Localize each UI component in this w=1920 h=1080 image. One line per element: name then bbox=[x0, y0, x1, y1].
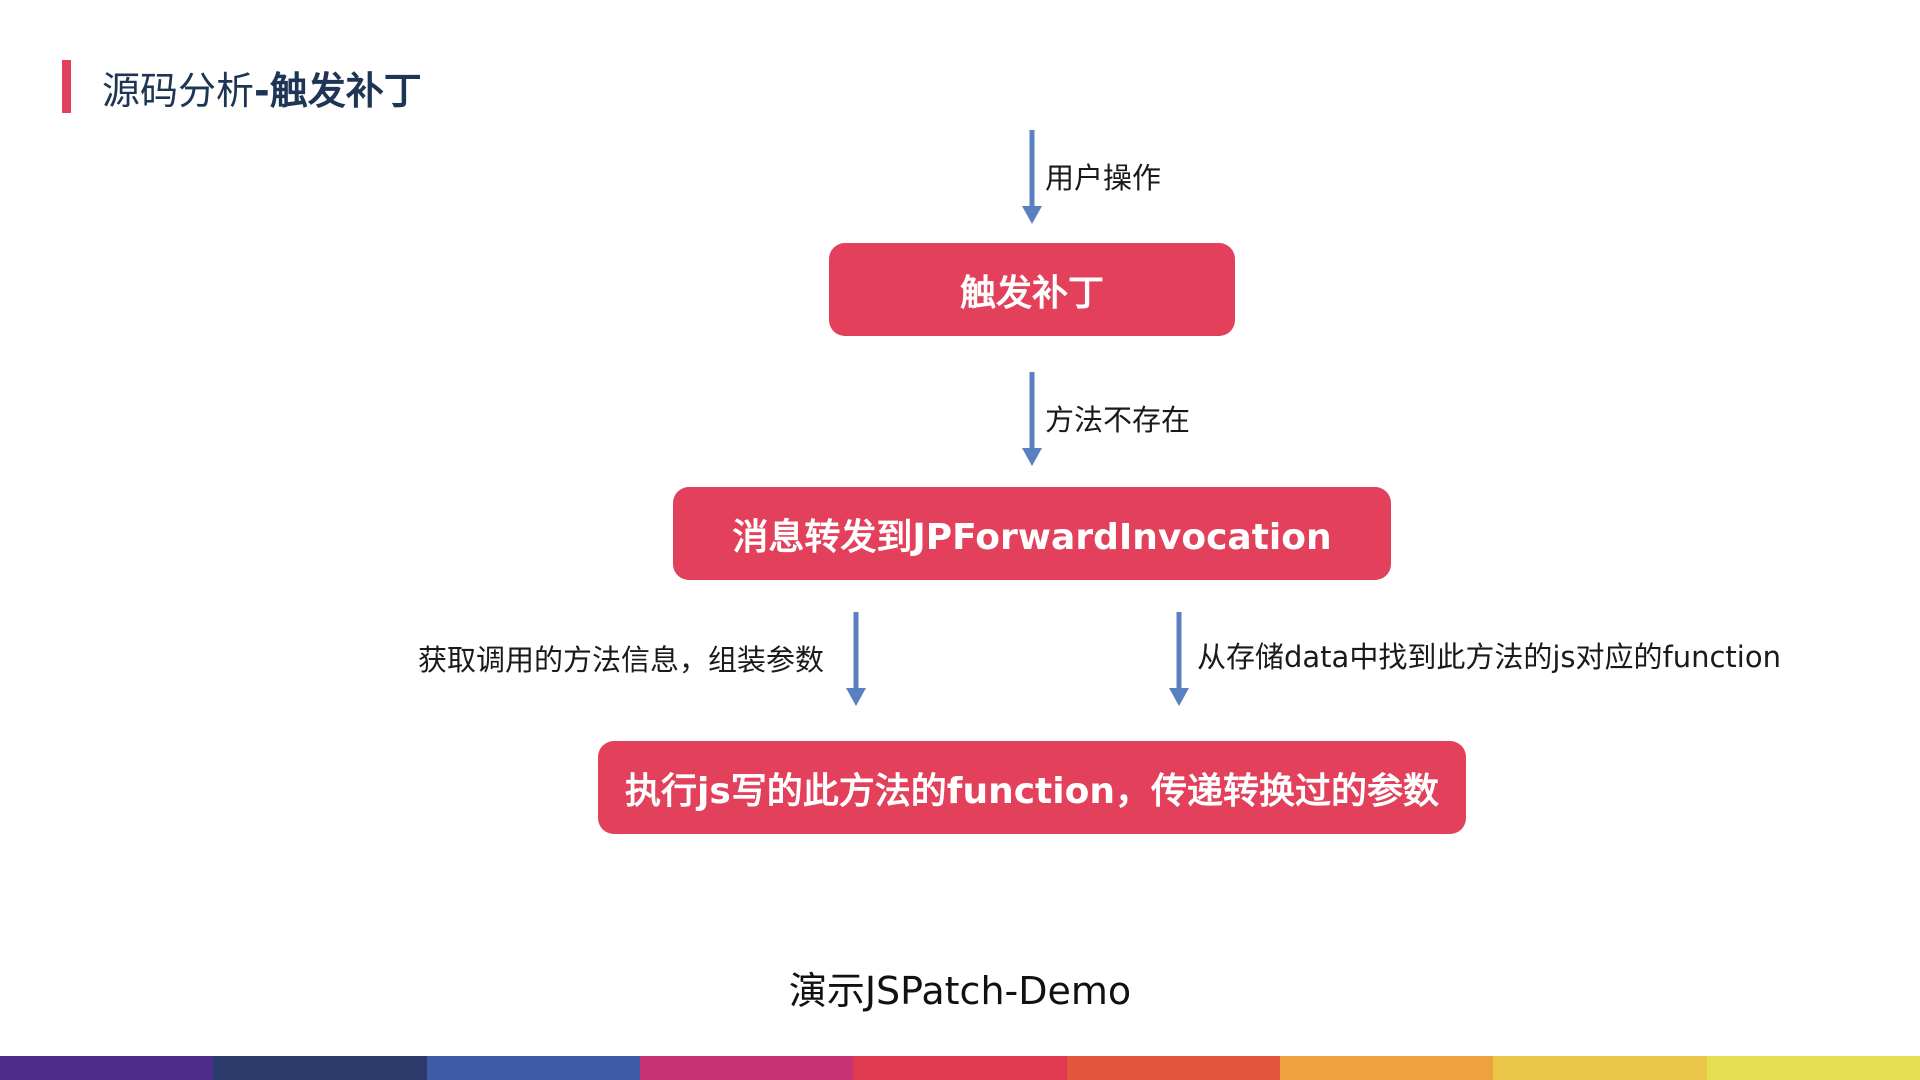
bottom-color-strip bbox=[0, 1056, 1920, 1080]
page-title: 源码分析-触发补丁 bbox=[102, 58, 422, 116]
strip-segment bbox=[0, 1056, 214, 1080]
strip-segment bbox=[1493, 1056, 1707, 1080]
node-trigger-patch: 触发补丁 bbox=[829, 243, 1235, 336]
arrow-user-action bbox=[1022, 130, 1042, 224]
title-prefix: 源码分析 bbox=[102, 68, 255, 113]
edge-label-collect-args: 获取调用的方法信息，组装参数 bbox=[418, 643, 825, 677]
node-execute-function: 执行js写的此方法的function，传递转换过的参数 bbox=[598, 741, 1466, 834]
strip-segment bbox=[853, 1056, 1067, 1080]
arrow-collect-args bbox=[846, 612, 866, 706]
edge-label-user-action: 用户操作 bbox=[1045, 161, 1162, 195]
edge-label-find-function: 从存储data中找到此方法的js对应的function bbox=[1197, 640, 1781, 674]
strip-segment bbox=[1279, 1056, 1494, 1080]
strip-segment bbox=[213, 1056, 427, 1080]
arrow-find-function bbox=[1169, 612, 1189, 706]
strip-segment bbox=[1706, 1056, 1920, 1080]
title-suffix: -触发补丁 bbox=[254, 68, 422, 113]
edge-label-method-not-exist: 方法不存在 bbox=[1045, 403, 1191, 437]
arrow-method-not-exist bbox=[1022, 372, 1042, 466]
strip-segment bbox=[426, 1056, 640, 1080]
strip-segment bbox=[639, 1056, 854, 1080]
node-forward-invocation: 消息转发到JPForwardInvocation bbox=[673, 487, 1391, 580]
demo-caption: 演示JSPatch-Demo bbox=[788, 969, 1132, 1013]
strip-segment bbox=[1066, 1056, 1280, 1080]
title-accent-bar bbox=[62, 60, 71, 113]
